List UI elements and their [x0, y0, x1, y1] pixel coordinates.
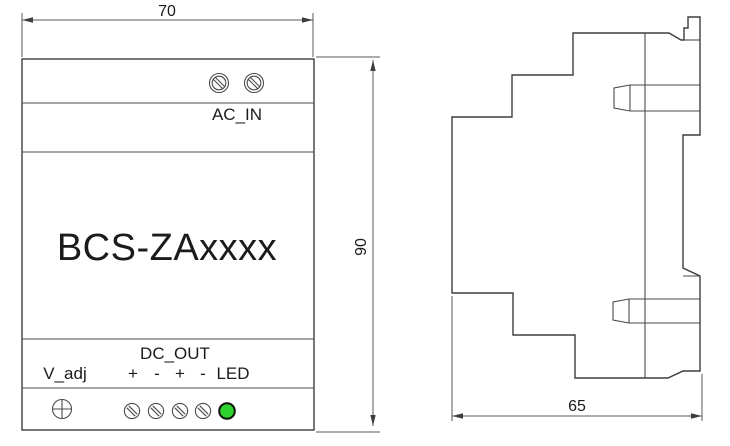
front-view-body — [21, 58, 315, 431]
ac-in-screw-icon — [243, 72, 265, 94]
v-adj-potentiometer-icon — [51, 398, 73, 420]
model-label: BCS-ZAxxxx — [57, 227, 277, 269]
lower-din-clip — [612, 298, 700, 324]
dimension-height-90: 90 — [316, 56, 380, 433]
ac-in-label: AC_IN — [212, 105, 262, 124]
terminal-plus-label: + — [175, 364, 185, 383]
dimension-width-value: 70 — [158, 3, 176, 20]
ac-in-screw-icon — [208, 72, 230, 94]
terminal-minus-label: - — [200, 364, 206, 383]
dc-out-screw-icon — [171, 402, 189, 420]
dimension-depth-65: 65 — [451, 296, 703, 421]
dimension-width-70: 70 — [21, 3, 314, 57]
side-view — [451, 16, 701, 379]
v-adj-label: V_adj — [43, 364, 86, 383]
side-view-profile — [451, 16, 701, 379]
front-view: AC_IN BCS-ZAxxxx DC_OUT V_adj + - + - LE… — [21, 58, 315, 431]
terminal-plus-label: + — [128, 364, 138, 383]
dimension-depth-value: 65 — [568, 398, 586, 415]
dc-out-screw-icon — [147, 402, 165, 420]
green-led-indicator-icon — [218, 402, 236, 420]
dc-out-label: DC_OUT — [140, 344, 210, 363]
upper-din-clip — [613, 84, 700, 112]
led-label: LED — [216, 364, 249, 383]
dimension-height-value: 90 — [353, 238, 370, 256]
dc-out-screw-icon — [194, 402, 212, 420]
dc-out-screw-icon — [123, 402, 141, 420]
terminal-minus-label: - — [154, 364, 160, 383]
